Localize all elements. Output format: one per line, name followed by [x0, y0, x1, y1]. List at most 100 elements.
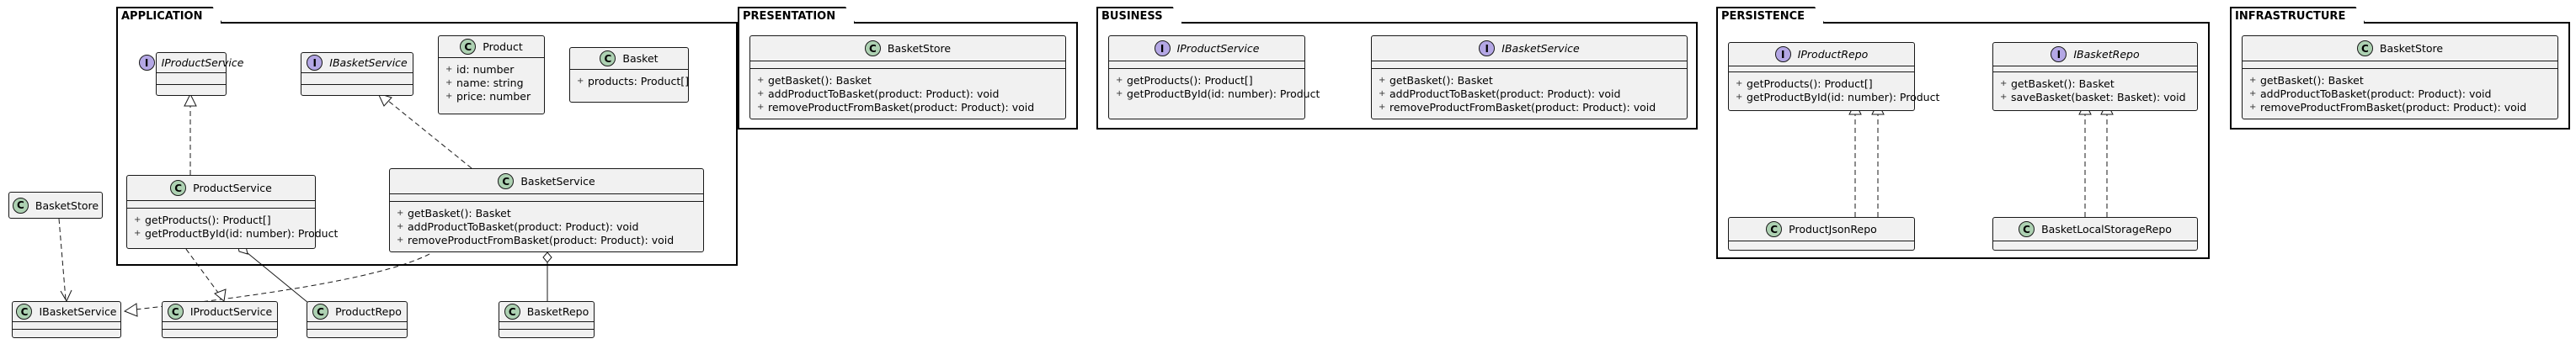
method-text: getBasket(): Basket: [2260, 74, 2364, 87]
method-text: removeProductFromBasket(product: Product…: [2260, 101, 2527, 114]
method-list: +getBasket(): Basket+addProductToBasket(…: [2243, 69, 2557, 118]
class-icon: C: [498, 173, 515, 189]
class-name: IProductService: [1176, 42, 1260, 55]
class-name: ProductRepo: [335, 305, 402, 318]
package-presentation-label: PRESENTATION: [738, 7, 856, 24]
field-text: products: Product[]: [588, 75, 689, 87]
package-infrastructure: INFRASTRUCTURE: [2230, 22, 2570, 130]
class-field: +name: string: [445, 77, 539, 90]
package-persistence-label: PERSISTENCE: [1716, 7, 1825, 24]
class-method: +saveBasket(basket: Basket): void: [2000, 91, 2192, 104]
class-icon: C: [2019, 221, 2035, 237]
class-method: + getProductById(id: number): Product: [1116, 87, 1320, 101]
class-icon: C: [600, 50, 616, 66]
class-name: BasketStore: [887, 42, 952, 55]
method-text: getBasket(): Basket: [1389, 74, 1493, 87]
class-icon: C: [312, 304, 329, 320]
package-application: APPLICATION: [116, 22, 738, 266]
realization-arrowhead: [123, 303, 138, 317]
class-name: ProductService: [193, 182, 272, 194]
package-business-label: BUSINESS: [1096, 7, 1183, 24]
class-method: +getBasket(): Basket: [2249, 74, 2552, 87]
method-text: getProductById(id: number): Product: [1127, 87, 1320, 100]
method-text: getProductById(id: number): Product: [145, 227, 339, 240]
class-productrepo[interactable]: C ProductRepo: [307, 301, 408, 338]
class-basketlocalstoragerepo[interactable]: C BasketLocalStorageRepo: [1992, 217, 2198, 251]
visibility-public-icon: +: [397, 236, 404, 245]
class-field: +price: number: [445, 90, 539, 103]
visibility-public-icon: +: [1116, 89, 1123, 98]
visibility-public-icon: +: [2249, 89, 2257, 98]
realization-basketservice-ext-ibasketservice: [134, 253, 430, 310]
visibility-public-icon: +: [1736, 79, 1743, 88]
method-text: addProductToBasket(product: Product): vo…: [1389, 87, 1621, 100]
method-text: getBasket(): Basket: [768, 74, 872, 87]
class-name: BasketLocalStorageRepo: [2041, 223, 2172, 236]
aggregation-productservice-productrepo: [242, 248, 309, 304]
class-name: BasketService: [520, 175, 595, 188]
field-text: price: number: [456, 90, 531, 103]
class-method: + getProductById(id: number): Product: [134, 227, 338, 241]
interface-icon: I: [1154, 40, 1171, 56]
visibility-public-icon: +: [397, 222, 404, 231]
method-text: saveBasket(basket: Basket): void: [2011, 91, 2186, 103]
interface-icon: I: [1479, 40, 1496, 56]
interface-icon: I: [307, 55, 323, 71]
class-method: +removeProductFromBasket(product: Produc…: [2249, 101, 2552, 114]
class-method: +addProductToBasket(product: Product): v…: [1379, 87, 1682, 101]
class-method: +getProductById(id: number): Product: [1736, 91, 1939, 104]
method-list: +getProducts(): Product[] + getProductById…: [1109, 69, 1320, 104]
class-method: + removeProductFromBasket(product: Produc…: [397, 234, 698, 247]
class-method: +getProducts(): Product[]: [134, 214, 310, 227]
method-text: getProducts(): Product[]: [145, 214, 271, 226]
class-icon: C: [170, 180, 187, 196]
method-text: removeProductFromBasket(product: Product…: [768, 101, 1035, 114]
class-name: ProductJsonRepo: [1789, 223, 1877, 236]
class-name: IBasketService: [39, 305, 117, 318]
method-text: getBasket(): Basket: [2011, 77, 2115, 90]
field-text: name: string: [456, 77, 524, 89]
class-name: IProductService: [189, 305, 273, 318]
class-method: +getProducts(): Product[]: [1116, 74, 1299, 87]
visibility-public-icon: +: [2249, 103, 2257, 112]
visibility-public-icon: +: [1736, 93, 1743, 102]
package-business: BUSINESS: [1096, 22, 1698, 130]
class-method: +addProductToBasket(product: Product): v…: [757, 87, 1060, 101]
method-text: getProducts(): Product[]: [1747, 77, 1873, 90]
realization-productservice-ext-iproductservice: [180, 241, 221, 297]
field-text: id: number: [456, 63, 515, 76]
method-text: removeProductFromBasket(product: Product…: [408, 234, 675, 246]
method-list: + getProducts(): Product[]+getProductById…: [1729, 72, 1939, 108]
visibility-public-icon: +: [1379, 103, 1386, 112]
class-method: +removeProductFromBasket(product: Produc…: [1379, 101, 1682, 114]
method-text: getProducts(): Product[]: [1127, 74, 1253, 87]
interface-icon: I: [2051, 46, 2067, 62]
visibility-public-icon: +: [134, 229, 141, 238]
visibility-public-icon: +: [757, 103, 765, 112]
class-method: + getProducts(): Product[]: [1736, 77, 1909, 91]
field-list: +products: Product[]: [570, 70, 689, 92]
package-persistence: PERSISTENCE: [1716, 22, 2210, 259]
method-text: getBasket(): Basket: [408, 207, 511, 220]
class-name: BasketStore: [2379, 42, 2444, 55]
visibility-public-icon: +: [445, 92, 453, 101]
class-method: +addProductToBasket(product: Product): v…: [2249, 87, 2552, 101]
class-name: BasketRepo: [526, 305, 589, 318]
